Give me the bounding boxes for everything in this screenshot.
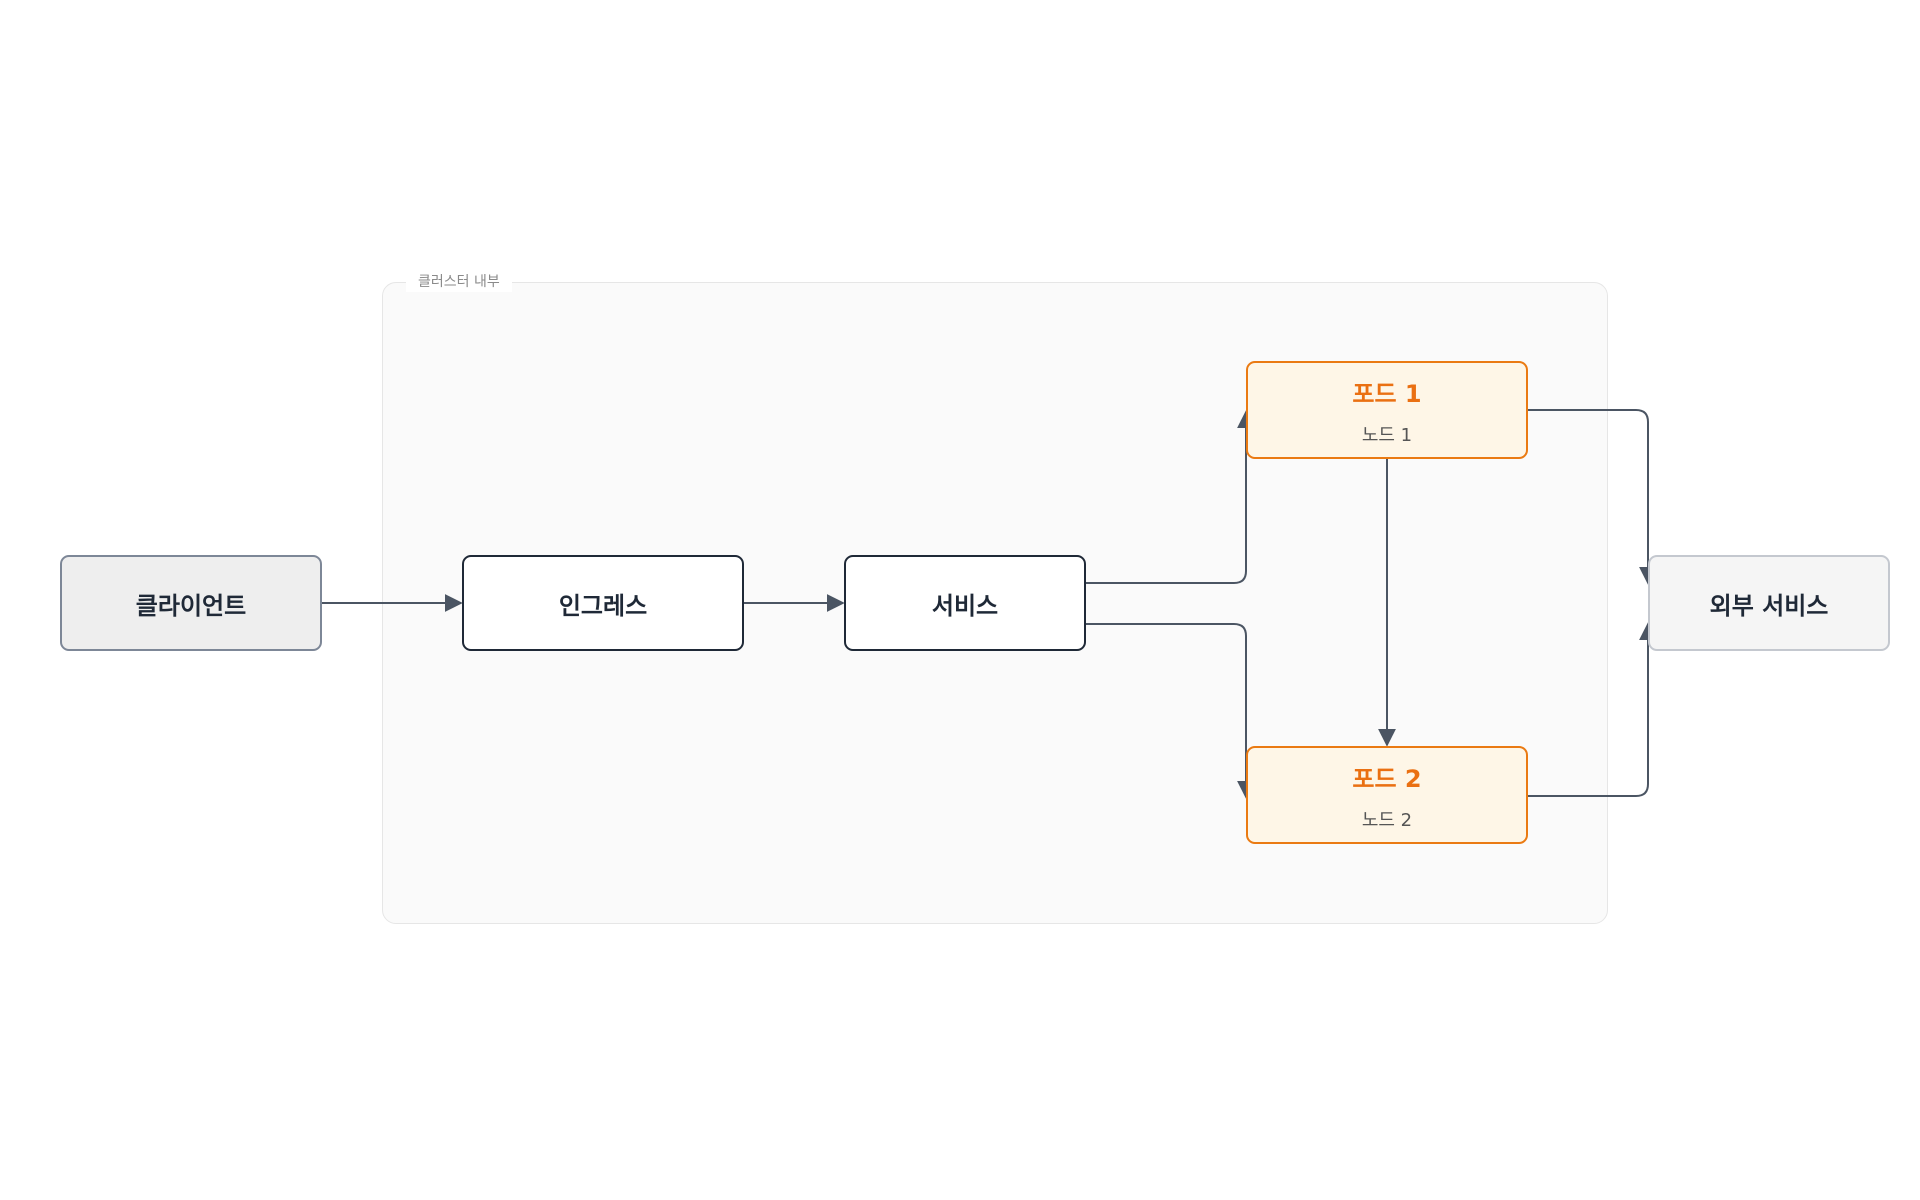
node-external-service: 외부 서비스: [1648, 555, 1890, 651]
node-ingress-label: 인그레스: [558, 591, 648, 620]
node-pod-2-title: 포드 2: [1352, 764, 1422, 793]
node-pod-1-title: 포드 1: [1352, 379, 1422, 408]
edge-service-pod1: [1086, 410, 1255, 584]
node-client: 클라이언트: [60, 555, 322, 651]
node-external-service-label: 외부 서비스: [1709, 591, 1829, 620]
node-service: 서비스: [844, 555, 1086, 651]
edge-pod2-external: [1528, 622, 1657, 797]
edge-service-pod2: [1086, 623, 1255, 799]
node-ingress: 인그레스: [462, 555, 744, 651]
node-pod-1-subtitle: 노드 1: [1361, 424, 1413, 446]
cluster-label: 클러스터 내부: [406, 272, 512, 292]
node-client-label: 클라이언트: [135, 591, 247, 620]
edge-pod1-external: [1528, 409, 1657, 585]
node-service-label: 서비스: [931, 591, 999, 620]
node-pod-1: 포드 1 노드 1: [1246, 361, 1528, 459]
node-pod-2-subtitle: 노드 2: [1361, 809, 1413, 831]
node-pod-2: 포드 2 노드 2: [1246, 746, 1528, 844]
